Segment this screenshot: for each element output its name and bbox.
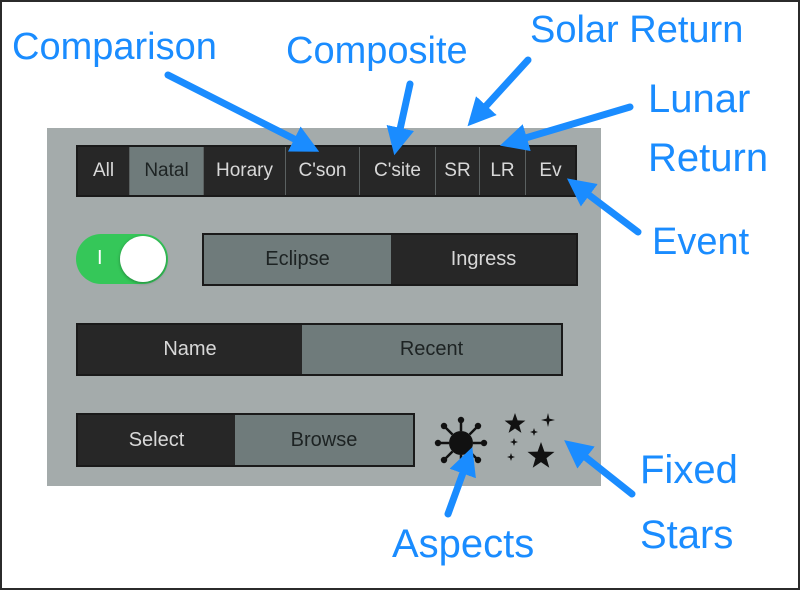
callout-comparison: Comparison [12, 26, 217, 68]
arrow-fixed-stars [564, 440, 636, 498]
name-recent-control: Name Recent [76, 323, 563, 376]
callout-fixed-stars-line2: Stars [640, 513, 734, 557]
arrow-event [566, 178, 642, 236]
toggle-on-label: I [97, 247, 103, 269]
chart-type-tabs: All Natal Horary C'son C'site SR LR Ev [76, 145, 577, 197]
callout-fixed-stars-line1: Fixed [640, 448, 738, 492]
name-option[interactable]: Name [163, 338, 217, 360]
toggle-knob [120, 236, 166, 282]
tab-composite[interactable]: C'site [360, 147, 436, 195]
tab-horary[interactable]: Horary [204, 147, 286, 195]
select-option[interactable]: Select [128, 428, 185, 451]
recent-option[interactable]: Recent [302, 325, 561, 374]
toggle-switch[interactable]: I [76, 234, 168, 284]
eclipse-option[interactable]: Eclipse [204, 235, 391, 284]
tab-natal[interactable]: Natal [130, 147, 204, 195]
stars-icon[interactable] [500, 410, 560, 470]
tab-lunar-return[interactable]: LR [480, 147, 526, 195]
tab-all[interactable]: All [78, 147, 130, 195]
arrow-aspects [444, 447, 476, 518]
callout-composite: Composite [286, 30, 468, 72]
arrow-composite [386, 80, 414, 156]
tab-solar-return[interactable]: SR [436, 147, 480, 195]
callout-aspects: Aspects [392, 522, 535, 566]
arrow-comparison [164, 71, 320, 152]
tab-comparison[interactable]: C'son [286, 147, 360, 195]
callout-lunar-return-line2: Return [648, 136, 769, 180]
callout-lunar-return-line1: Lunar [648, 77, 751, 121]
select-browse-control: Select Browse [76, 413, 415, 467]
tab-event[interactable]: Ev [539, 160, 562, 181]
ingress-option[interactable]: Ingress [450, 248, 517, 270]
browse-option[interactable]: Browse [235, 415, 413, 465]
eclipse-ingress-control: Eclipse Ingress [202, 233, 578, 286]
callout-solar-return: Solar Return [530, 9, 744, 51]
arrow-lunar-return [499, 103, 634, 152]
arrow-solar-return [467, 56, 532, 127]
callout-event: Event [652, 221, 750, 263]
